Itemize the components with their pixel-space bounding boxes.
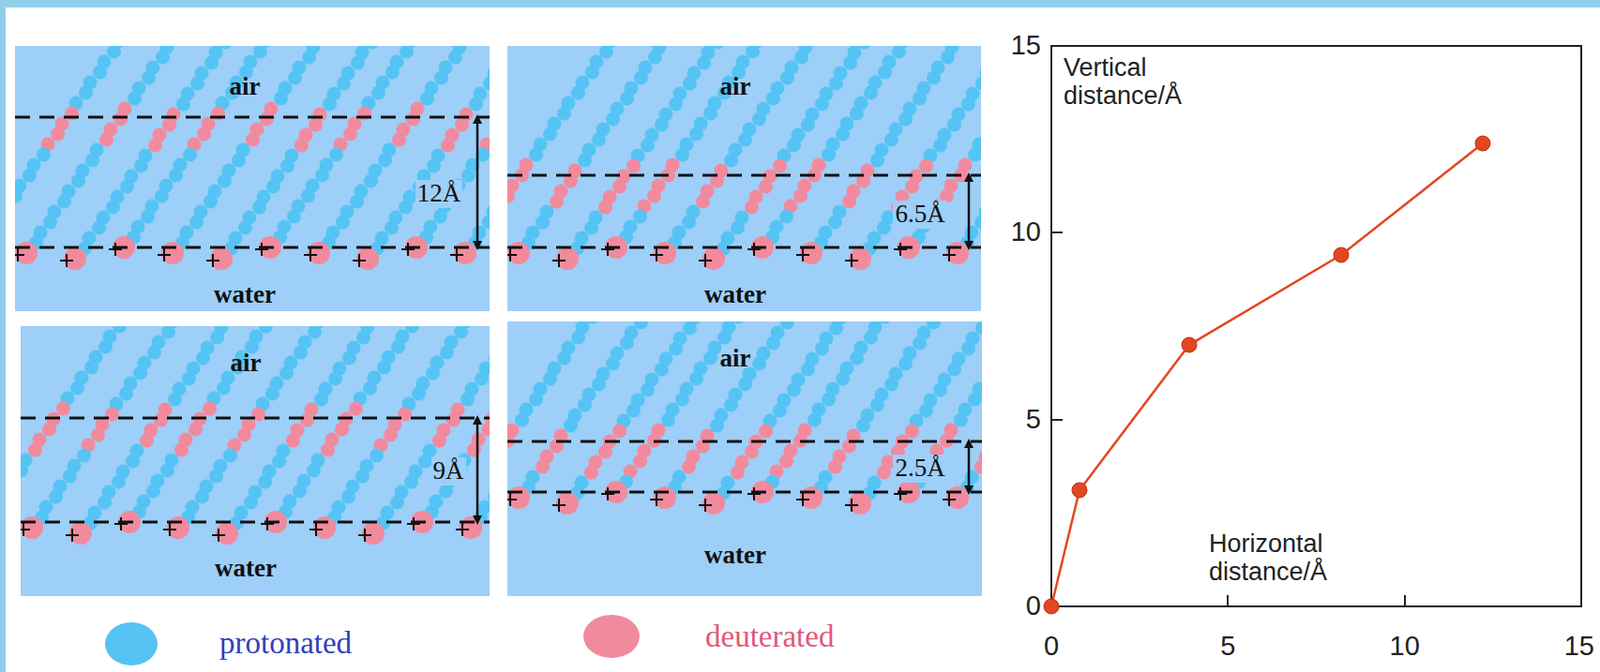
axis-title: Horizontal distance/Å xyxy=(1208,530,1388,587)
dimension-arrow xyxy=(967,177,971,246)
dimension-label: 9Å xyxy=(431,457,467,486)
tick-label: 15 xyxy=(1011,30,1042,61)
tick-label: 10 xyxy=(1011,217,1042,248)
legend-label: deuterated xyxy=(705,619,834,654)
tick-label: 0 xyxy=(1026,591,1042,622)
level-line xyxy=(507,440,982,444)
level-line xyxy=(507,246,982,250)
level-line xyxy=(15,246,490,250)
medium-label: water xyxy=(214,555,277,584)
frame-bar xyxy=(0,0,6,672)
tick-label: 10 xyxy=(1389,632,1420,663)
level-line xyxy=(507,174,982,178)
tick-label: 0 xyxy=(1043,632,1059,663)
dimension-arrow xyxy=(476,119,480,246)
legend-label: protonated xyxy=(219,626,352,661)
axis-title: Vertical distance/Å xyxy=(1063,54,1214,110)
level-line xyxy=(15,116,490,120)
legend-swatch xyxy=(583,615,640,659)
level-line xyxy=(507,491,982,495)
medium-label: air xyxy=(720,73,752,102)
dimension-label: 12Å xyxy=(415,180,464,209)
level-line xyxy=(20,417,490,421)
dimension-arrow xyxy=(476,420,480,521)
medium-label: air xyxy=(720,345,752,374)
medium-label: water xyxy=(213,281,276,310)
medium-label: air xyxy=(230,349,262,378)
dimension-arrow xyxy=(967,443,971,491)
medium-label: water xyxy=(704,281,767,310)
dimension-label: 6.5Å xyxy=(892,200,947,229)
tick-label: 15 xyxy=(1564,632,1595,663)
dimension-label: 2.5Å xyxy=(892,454,947,484)
tick-label: 5 xyxy=(1220,632,1236,663)
medium-label: air xyxy=(229,73,261,102)
tick-label: 5 xyxy=(1026,405,1042,436)
frame-bar xyxy=(0,0,1600,8)
medium-label: water xyxy=(704,542,767,571)
legend-swatch xyxy=(105,622,158,666)
level-line xyxy=(20,521,490,525)
